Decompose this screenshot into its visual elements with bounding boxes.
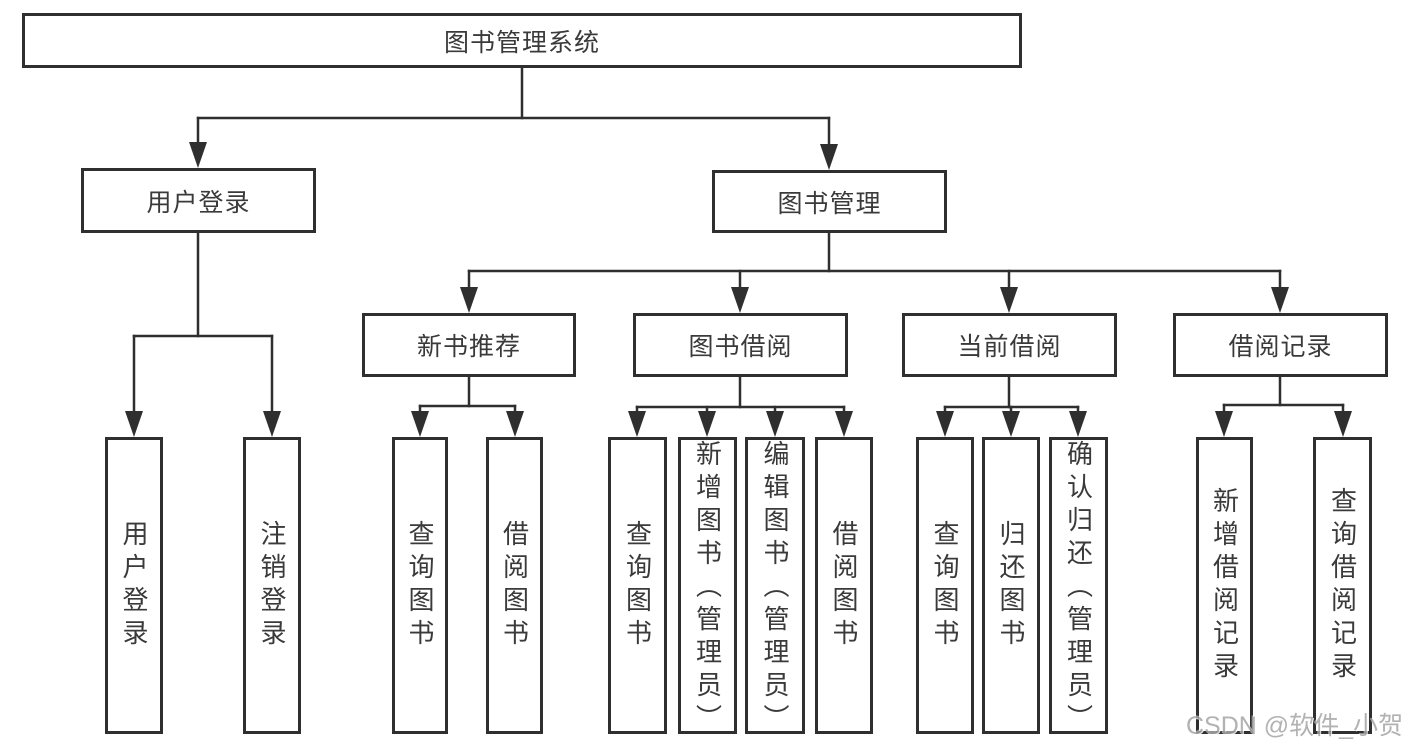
leaf-confirm-return-admin: 确认归还（管理员） [1049,437,1108,737]
connector-borrow-records-children [1215,375,1352,437]
node-new-book-recommend: 新书推荐 [362,313,576,377]
connector-book-borrow-children [628,375,853,437]
leaf-query-books-current: 查询图书 [916,437,974,734]
csdn-watermark: CSDN @软件_小贺同学 [1186,712,1405,740]
leaf-query-books-recommend: 查询图书 [392,437,448,734]
leaf-query-books-borrow: 查询图书 [608,437,667,734]
leaf-edit-book-admin: 编辑图书（管理员） [745,437,805,737]
node-book-management: 图书管理 [712,170,947,233]
node-current-borrow: 当前借阅 [902,313,1117,377]
connector-user-login-children [125,231,281,437]
leaf-query-borrow-record: 查询借阅记录 [1313,437,1372,734]
leaf-add-borrow-record: 新增借阅记录 [1196,437,1253,734]
node-user-login: 用户登录 [81,168,316,233]
leaf-add-book-admin: 新增图书（管理员） [678,437,737,737]
node-library-management-system: 图书管理系统 [22,13,1022,68]
leaf-logout: 注销登录 [243,437,301,734]
leaf-return-books: 归还图书 [982,437,1040,734]
connector-current-borrow-children [936,375,1087,437]
connector-book-management-children [460,231,1289,313]
leaf-user-login: 用户登录 [105,437,163,734]
connector-root-to-level2 [189,66,838,170]
node-book-borrow: 图书借阅 [633,313,848,377]
connector-new-book-children [411,375,524,437]
leaf-borrow-books-recommend: 借阅图书 [486,437,543,734]
leaf-borrow-books: 借阅图书 [815,437,873,734]
node-borrow-records: 借阅记录 [1173,313,1388,377]
